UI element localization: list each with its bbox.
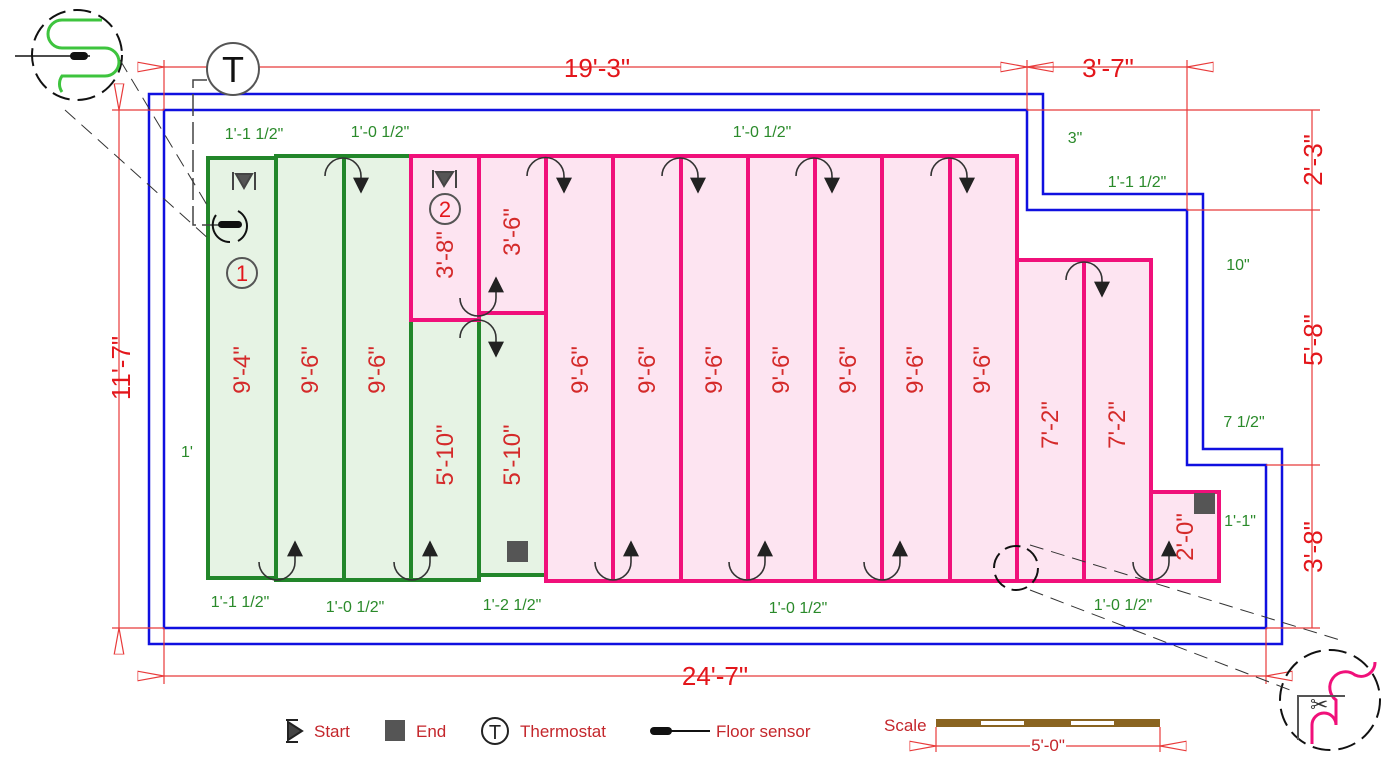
legend-start-icon bbox=[286, 719, 304, 743]
label: 9'-4" bbox=[229, 346, 256, 394]
dim-right-mid: 5'-8" bbox=[1298, 314, 1328, 366]
label: 5'-10" bbox=[499, 424, 526, 485]
label: 1'-1 1/2" bbox=[1108, 174, 1167, 191]
floor-sensor-icon bbox=[211, 210, 248, 244]
label: 5'-0" bbox=[1031, 736, 1065, 755]
label: 1'-1 1/2" bbox=[225, 126, 284, 143]
label: 9'-6" bbox=[768, 346, 795, 394]
label: 9'-6" bbox=[297, 346, 324, 394]
label: Floor sensor bbox=[716, 722, 811, 741]
end-icon bbox=[1194, 493, 1215, 514]
label: 1'-0 1/2" bbox=[326, 599, 385, 616]
start-icon bbox=[432, 170, 457, 188]
label: 7'-2" bbox=[1037, 401, 1064, 449]
label: 9'-6" bbox=[969, 346, 996, 394]
scissors-icon: ✂ bbox=[1310, 692, 1328, 717]
zone-2 bbox=[409, 154, 1221, 583]
label: 7'-2" bbox=[1104, 401, 1131, 449]
label: 1 bbox=[236, 261, 248, 286]
zone-2-marker: 2 bbox=[429, 170, 461, 225]
label: Scale bbox=[884, 716, 927, 735]
label: 7 1/2" bbox=[1223, 414, 1264, 431]
thermostat-icon: T bbox=[192, 42, 260, 226]
cut-detail-callout: ✂ bbox=[993, 544, 1381, 751]
label: 1'-0 1/2" bbox=[1094, 597, 1153, 614]
label: 9'-6" bbox=[835, 346, 862, 394]
end-icon bbox=[507, 541, 528, 562]
label: 1'-1" bbox=[1224, 513, 1256, 530]
label: 2 bbox=[439, 197, 451, 222]
label: Thermostat bbox=[520, 722, 606, 741]
label: 9'-6" bbox=[701, 346, 728, 394]
scale-bar: Scale 5'-0" bbox=[884, 716, 1160, 755]
dim-top-right: 3'-7" bbox=[1082, 53, 1134, 83]
label: 3'-8" bbox=[432, 231, 459, 279]
sensor-detail-callout bbox=[15, 9, 211, 241]
legend-floor-sensor-icon bbox=[650, 727, 710, 735]
dim-top-main: 19'-3" bbox=[564, 53, 630, 83]
run-lengths: 9'-4" 9'-6" 9'-6" 5'-10" 5'-10" 3'-8" 3'… bbox=[229, 208, 1199, 561]
label: 1'-0 1/2" bbox=[733, 124, 792, 141]
dim-right-bottom: 3'-8" bbox=[1298, 521, 1328, 573]
label: 1'-1 1/2" bbox=[211, 594, 270, 611]
label: T bbox=[489, 722, 501, 744]
label: 2'-0" bbox=[1172, 513, 1199, 561]
label: 9'-6" bbox=[902, 346, 929, 394]
label: 3" bbox=[1068, 130, 1083, 147]
label: End bbox=[416, 722, 446, 741]
legend-thermostat-icon bbox=[481, 717, 509, 745]
label: 1' bbox=[181, 444, 193, 461]
label: 9'-6" bbox=[567, 346, 594, 394]
spacing-labels: 1'-1 1/2" 1'-0 1/2" 1'-0 1/2" 3" 1'-1 1/… bbox=[181, 124, 1265, 617]
label: Start bbox=[314, 722, 350, 741]
label: 1'-2 1/2" bbox=[483, 597, 542, 614]
label: 9'-6" bbox=[634, 346, 661, 394]
start-icon bbox=[232, 172, 256, 191]
inner-wall bbox=[162, 108, 1268, 630]
legend: Start End T Thermostat Floor sensor bbox=[286, 717, 811, 745]
dimension-lines bbox=[112, 60, 1320, 684]
dim-right-top: 2'-3" bbox=[1298, 134, 1328, 186]
legend-end-icon bbox=[385, 720, 405, 741]
label: 10" bbox=[1226, 257, 1249, 274]
zone-1-marker: 1 bbox=[226, 172, 258, 289]
outer-wall bbox=[147, 92, 1284, 646]
dim-bottom: 24'-7" bbox=[682, 661, 748, 691]
label: T bbox=[222, 49, 244, 90]
dim-left: 11'-7" bbox=[106, 336, 136, 400]
label: 3'-6" bbox=[499, 208, 526, 256]
label: 1'-0 1/2" bbox=[769, 600, 828, 617]
label: 9'-6" bbox=[364, 346, 391, 394]
label: 1'-0 1/2" bbox=[351, 124, 410, 141]
turn-arrows bbox=[258, 156, 1177, 581]
label: 5'-10" bbox=[432, 424, 459, 485]
